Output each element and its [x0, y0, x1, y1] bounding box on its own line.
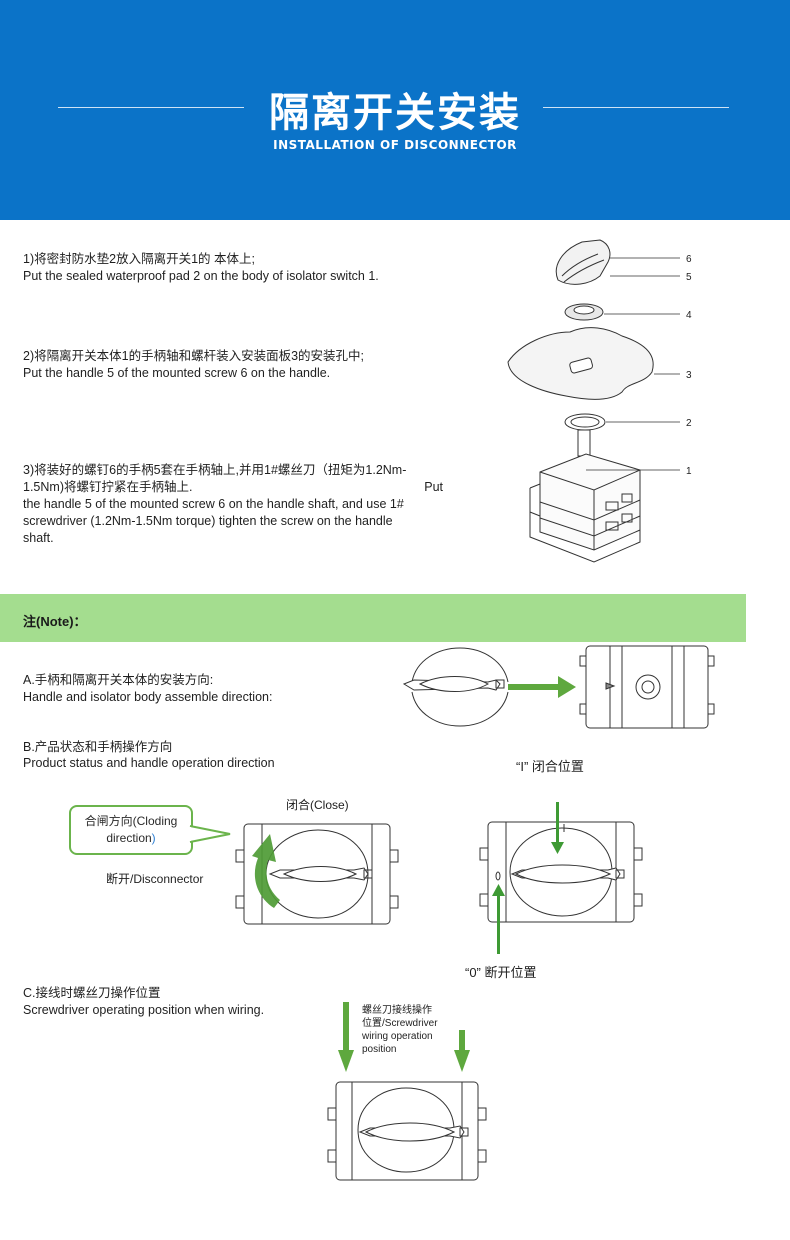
- step-3-en-1: the handle 5 of the mounted screw 6 on t…: [23, 497, 404, 511]
- step-2-en: Put the handle 5 of the mounted screw 6 …: [23, 366, 331, 380]
- section-c-cn: C.接线时螺丝刀操作位置: [23, 986, 161, 1000]
- header-divider-right: [543, 107, 729, 108]
- section-a-en: Handle and isolator body assemble direct…: [23, 690, 273, 704]
- left-down-arrow-icon: [338, 1002, 354, 1072]
- page-subtitle: INSTALLATION OF DISCONNECTOR: [273, 138, 517, 152]
- down-arrow-icon: [551, 802, 564, 854]
- step-3-cn: 3)将装好的螺钉6的手柄5套在手柄轴上,并用1#螺丝刀（扭矩为1.2Nm-: [23, 463, 407, 477]
- closed-position-label: “I” 闭合位置: [516, 759, 584, 774]
- step-2-cn: 2)将隔离开关本体1的手柄轴和螺杆装入安装面板3的安装孔中;: [23, 349, 364, 363]
- step-1-en: Put the sealed waterproof pad 2 on the b…: [23, 269, 379, 283]
- label-3: 3: [686, 370, 692, 381]
- arrow-right-icon: [508, 676, 576, 698]
- screwdriver-note: 螺丝刀接线操作 位置/Screwdriver wiring operation …: [362, 1005, 438, 1055]
- switch-face-part: [585, 645, 709, 729]
- close-label: 闭合(Close): [286, 798, 349, 812]
- disconnector-label: 断开/Disconnector: [106, 872, 204, 886]
- step-1-cn: 1)将密封防水垫2放入隔离开关1的 本体上;: [23, 252, 255, 266]
- exploded-assembly-diagram: 6 5 4 3 2 1: [507, 239, 692, 563]
- rotate-arrow-icon: [252, 834, 280, 908]
- label-2: 2: [686, 418, 692, 429]
- closing-direction-callout: 合闸方向(Cloding direction): [69, 805, 193, 855]
- label-5: 5: [686, 272, 692, 283]
- switch-open-diagram: [235, 823, 399, 925]
- label-1: 1: [686, 466, 692, 477]
- header-banner: 隔离开关安装 INSTALLATION OF DISCONNECTOR: [0, 0, 790, 220]
- label-4: 4: [686, 310, 692, 321]
- note-bar: 注(Note)：: [0, 594, 746, 642]
- up-arrow-icon: [492, 884, 505, 954]
- step-2: 2)将隔离开关本体1的手柄轴和螺杆装入安装面板3的安装孔中; Put the h…: [23, 348, 364, 382]
- section-a-cn: A.手柄和隔离开关本体的安装方向:: [23, 673, 214, 687]
- screwdriver-position-diagram: [327, 1002, 487, 1181]
- switch-closed-diagram: [479, 802, 643, 954]
- section-b-cn: B.产品状态和手柄操作方向: [23, 740, 173, 754]
- note-label: 注(Note)：: [23, 614, 87, 629]
- step-3-cn-2: 1.5Nm)将螺钉拧紧在手柄轴上.Put: [23, 480, 443, 494]
- step-3: 3)将装好的螺钉6的手柄5套在手柄轴上,并用1#螺丝刀（扭矩为1.2Nm- 1.…: [23, 462, 443, 547]
- callout-pointer: [187, 825, 231, 843]
- open-position-label: “0” 断开位置: [465, 965, 537, 980]
- label-6: 6: [686, 254, 692, 265]
- section-b-en: Product status and handle operation dire…: [23, 756, 275, 770]
- right-down-arrow-icon: [454, 1030, 470, 1072]
- step-1: 1)将密封防水垫2放入隔离开关1的 本体上; Put the sealed wa…: [23, 251, 379, 285]
- step-3-en-3: shaft.: [23, 531, 54, 545]
- assemble-direction-diagram: [402, 645, 715, 729]
- header-divider-left: [58, 107, 244, 108]
- section-c-en: Screwdriver operating position when wiri…: [23, 1003, 265, 1017]
- knob-part: [555, 239, 611, 285]
- step-3-en-2: screwdriver (1.2Nm-1.5Nm torque) tighten…: [23, 514, 393, 528]
- page-title: 隔离开关安装: [269, 90, 521, 136]
